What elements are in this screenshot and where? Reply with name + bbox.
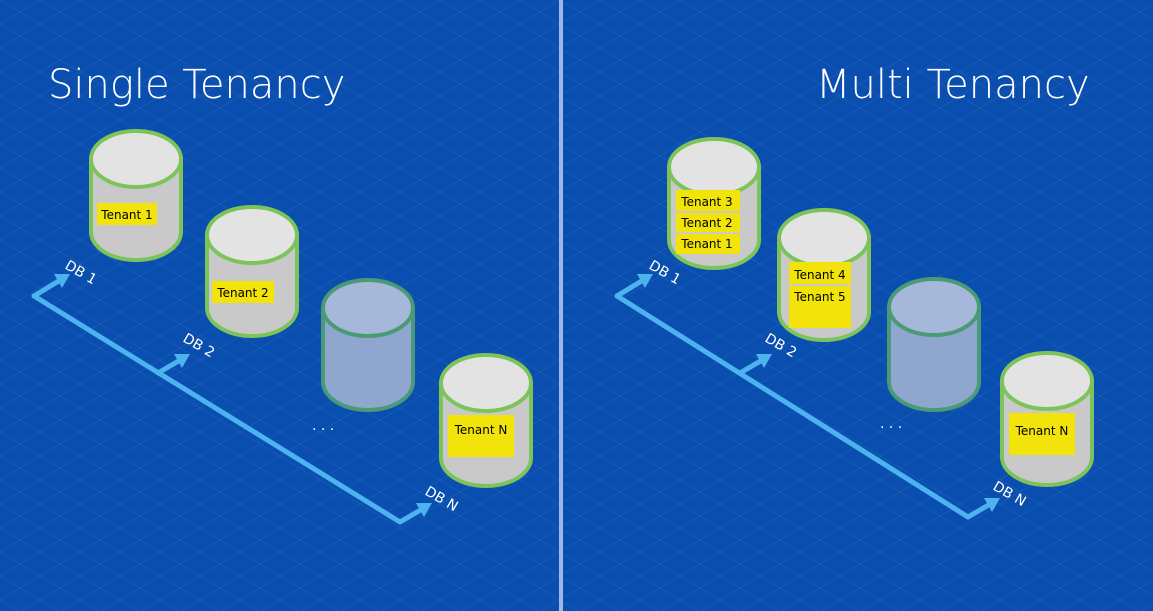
multi-db-axis — [614, 276, 995, 520]
multi-ellipsis: . . . — [880, 416, 902, 432]
multi-axis-arrowheads — [637, 274, 1000, 512]
single-ghost-cylinder — [321, 278, 415, 412]
multi-db2-cylinder: Tenant 4 Tenant 5 — [777, 208, 871, 342]
multi-db1-tenant-label-2: Tenant 2 — [680, 216, 732, 230]
single-axis-arrowheads — [54, 274, 432, 517]
single-axis-main-line — [31, 293, 427, 525]
single-tenancy-title: Single Tenancy — [48, 62, 345, 108]
multi-tenancy-panel: Multi Tenancy DB 1 DB 2 DB N Tenant 3 Te… — [614, 62, 1094, 520]
single-dbn-cylinder: Tenant N — [439, 353, 533, 488]
single-db1-tenant-label: Tenant 1 — [100, 208, 152, 222]
panel-divider — [559, 0, 563, 611]
single-arrowhead-db2 — [174, 354, 190, 368]
multi-arrowhead-db1 — [637, 274, 653, 288]
single-db1-cylinder: Tenant 1 — [89, 129, 183, 262]
multi-axis-db2-tick — [737, 356, 767, 376]
multi-db1-cylinder: Tenant 3 Tenant 2 Tenant 1 — [667, 137, 761, 270]
single-arrowhead-db1 — [54, 274, 70, 288]
single-db2-tenant-label: Tenant 2 — [216, 286, 268, 300]
multi-arrowhead-db2 — [756, 354, 772, 368]
multi-tenancy-title: Multi Tenancy — [816, 62, 1090, 108]
multi-db1-tenant-label-1: Tenant 3 — [680, 195, 732, 209]
multi-dbn-cylinder: Tenant N — [1000, 351, 1094, 487]
multi-db1-tenant-label-3: Tenant 1 — [680, 237, 732, 251]
multi-axis-start-arrow — [614, 276, 648, 299]
multi-db2-tenant-label-1: Tenant 4 — [793, 268, 845, 282]
multi-ghost-cylinder — [887, 277, 981, 412]
multi-arrowhead-dbn — [984, 498, 1000, 512]
single-db-axis — [31, 276, 427, 525]
single-ellipsis: . . . — [312, 418, 334, 434]
multi-axis-main-line — [614, 293, 995, 520]
single-axis-db2-tick — [155, 356, 185, 376]
single-db2-cylinder: Tenant 2 — [205, 205, 299, 338]
single-arrowhead-dbn — [416, 503, 432, 517]
multi-dbn-tenant-label: Tenant N — [1015, 424, 1069, 438]
single-axis-start-arrow — [31, 276, 65, 299]
single-dbn-tenant-label: Tenant N — [454, 423, 508, 437]
multi-db2-tenant-label-2: Tenant 5 — [793, 290, 845, 304]
